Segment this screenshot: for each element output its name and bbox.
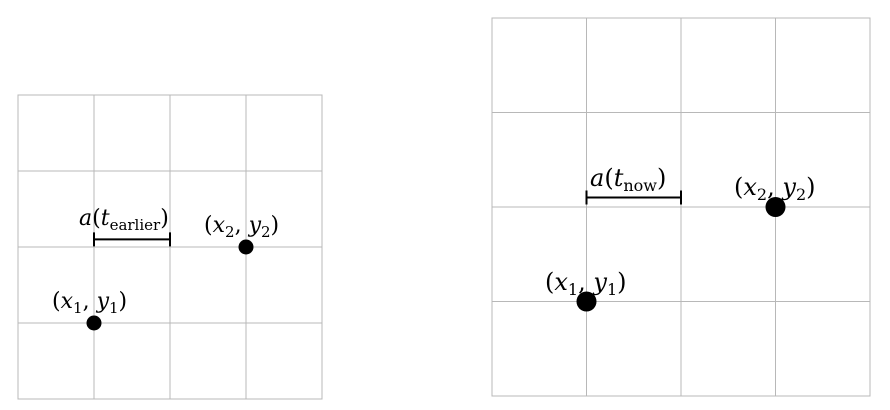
point-label-2: (x2, y2) — [734, 173, 816, 204]
scale-bar — [585, 190, 682, 205]
point-1 — [86, 315, 102, 331]
point-label-2: (x2, y2) — [204, 213, 279, 241]
scale-factor-label: a(tearlier) — [79, 206, 169, 234]
scale-factor-label: a(tnow) — [590, 164, 666, 195]
point-label-1: (x1, y1) — [52, 289, 127, 317]
point-2 — [238, 239, 254, 255]
scale-bar — [93, 232, 171, 247]
point-2 — [765, 197, 786, 217]
point-label-1: (x1, y1) — [545, 268, 627, 299]
point-1 — [576, 291, 597, 312]
panel-earlier: (x1, y1) (x2, y2) a(tearlier) — [17, 94, 323, 400]
panel-now: (x1, y1) (x2, y2) a(tnow) — [491, 17, 871, 397]
